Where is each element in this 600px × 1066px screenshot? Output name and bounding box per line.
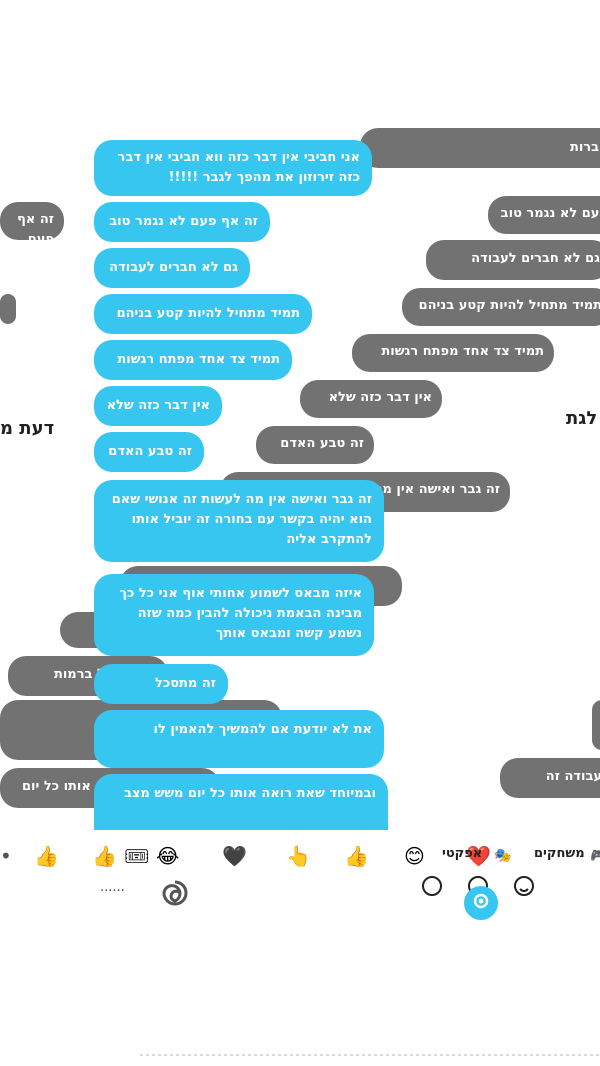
heart-icon[interactable]: ❤️	[466, 844, 491, 868]
ghost-text: בעבודה זה	[545, 769, 600, 784]
games-button[interactable]: משחקים	[534, 846, 585, 861]
cut-off-name-right: לגת	[566, 408, 598, 429]
received-bubble: תמיד מתחיל להיות קטע בניהם	[402, 288, 600, 326]
received-bubble: בעבודה זה	[500, 758, 600, 798]
received-bubble: גם לא חברים לעבודה	[426, 240, 600, 280]
message-text: זה טבע האדם	[108, 444, 192, 459]
emoji-swirl-icon[interactable]	[160, 878, 190, 908]
ghost-text: פעם לא נגמר טוב	[500, 206, 600, 221]
cut-off-name-left: דעת מ	[0, 418, 55, 439]
bottom-divider	[140, 1054, 600, 1056]
camera-button[interactable]	[464, 886, 498, 920]
message-text: ובמיוחד שאת רואה אותו כל יום משש מצב	[123, 786, 376, 801]
thumbs-up-icon[interactable]: 👍	[344, 844, 369, 868]
sticker-icon[interactable]: 🎟	[124, 844, 150, 868]
ghost-text: אין דבר כזה שלא	[328, 390, 432, 405]
received-bubble: אין דבר כזה שלא	[300, 380, 442, 418]
more-icon[interactable]: •	[0, 844, 12, 868]
camera-icon	[471, 891, 491, 915]
sent-bubble: תמיד מתחיל להיות קטע בניהם	[94, 294, 312, 334]
sent-bubble: זה מתסכל	[94, 664, 228, 704]
received-bubble: פעם לא נגמר טוב	[488, 196, 600, 234]
sent-bubble: אני חביבי אין דבר כזה ווא חביבי אין דבר …	[94, 140, 372, 196]
sent-bubble: איזה מבאס לשמוע אחותי אוף אני כל כך מבינ…	[94, 574, 374, 656]
received-bubble: זה אף פעם	[0, 202, 64, 240]
smiley-icon[interactable]: 😊	[404, 844, 425, 868]
typing-indicator: ......	[100, 880, 125, 895]
sent-bubble: זה טבע האדם	[94, 432, 204, 472]
reaction-toolbar: • 👍 👍 🎟 😂 🖤 👆 👍 😊 ❤️ אפקטי 🎭 משחקים 🎮	[0, 836, 600, 876]
sent-bubble: תמיד צד אחד מפתח רגשות	[94, 340, 292, 380]
message-text: את לא יודעת אם להמשיך להאמין לו	[153, 722, 373, 737]
message-text: איזה מבאס לשמוע אחותי אוף אני כל כך מבינ…	[119, 586, 362, 641]
sent-bubble: ובמיוחד שאת רואה אותו כל יום משש מצב	[94, 774, 388, 830]
received-bubble: זה טבע האדם	[256, 426, 374, 464]
ghost-text: תמיד מתחיל להיות קטע בניהם	[418, 298, 600, 313]
message-text: זה אף פעם לא נגמר טוב	[109, 214, 258, 229]
sent-bubble: את לא יודעת אם להמשיך להאמין לו	[94, 710, 384, 768]
message-text: תמיד צד אחד מפתח רגשות	[117, 352, 280, 367]
message-text: אני חביבי אין דבר כזה ווא חביבי אין דבר …	[117, 150, 360, 185]
message-text: זה מתסכל	[154, 676, 216, 691]
message-text: תמיד מתחיל להיות קטע בניהם	[116, 306, 300, 321]
ghost-text: זה טבע האדם	[280, 436, 364, 451]
received-bubble: חברות	[360, 128, 600, 168]
games-icon[interactable]: 🎮	[590, 848, 600, 864]
message-text: גם לא חברים לעבודה	[109, 260, 238, 275]
ghost-text: תמיד צד אחד מפתח רגשות	[381, 344, 544, 359]
received-bubble: תמיד צד אחד מפתח רגשות	[352, 334, 554, 372]
effects-button[interactable]: אפקטי	[442, 846, 483, 861]
ghost-text: זה אף פעם	[17, 212, 54, 240]
sent-bubble: זה אף פעם לא נגמר טוב	[94, 202, 270, 242]
message-text: אין דבר כזה שלא	[106, 398, 210, 413]
heart-icon[interactable]: 🖤	[222, 844, 247, 868]
thumbs-up-icon[interactable]: 👍	[34, 844, 59, 868]
laughing-face-icon[interactable]: 😂	[156, 844, 180, 868]
sent-bubble: גם לא חברים לעבודה	[94, 248, 250, 288]
ghost-text: גם לא חברים לעבודה	[471, 251, 600, 266]
sent-bubble: אין דבר כזה שלא	[94, 386, 222, 426]
ghost-text: חברות	[569, 140, 600, 155]
message-text: זה גבר ואישה אין מה לעשות זה אנושי שאם ה…	[111, 492, 372, 547]
thumbs-up-icon[interactable]: 👍	[92, 844, 117, 868]
received-bubble	[592, 700, 600, 750]
pointing-hand-icon[interactable]: 👆	[286, 844, 311, 868]
received-bubble	[0, 294, 16, 324]
sent-bubble: זה גבר ואישה אין מה לעשות זה אנושי שאם ה…	[94, 480, 384, 562]
effects-icon[interactable]: 🎭	[494, 848, 512, 864]
